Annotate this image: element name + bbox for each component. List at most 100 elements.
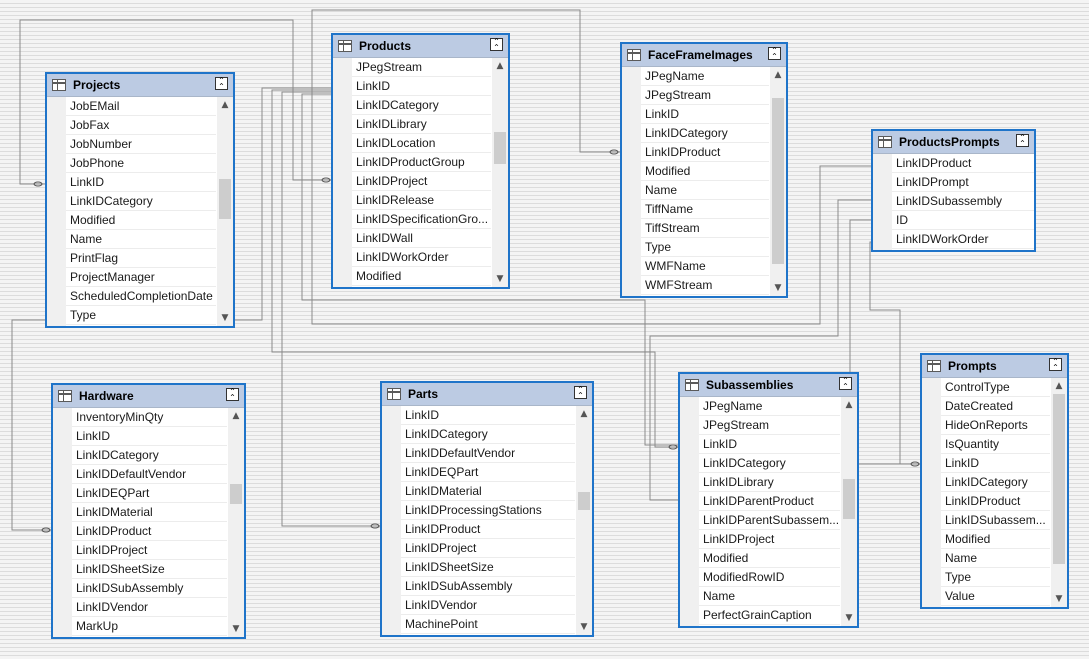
collapse-chevrons-icon[interactable]: ⌃⌃ xyxy=(768,47,781,61)
table-header[interactable]: Subassemblies⌃⌃ xyxy=(680,374,857,397)
column-row[interactable]: LinkID xyxy=(352,77,491,96)
column-row[interactable]: LinkIDEQPart xyxy=(401,463,575,482)
column-row[interactable]: LinkIDCategory xyxy=(72,446,227,465)
column-row[interactable]: LinkIDParentProduct xyxy=(699,492,840,511)
column-row[interactable]: ID xyxy=(892,211,1034,230)
column-row[interactable]: LinkIDVendor xyxy=(401,596,575,615)
scroll-up-arrow-icon[interactable]: ▲ xyxy=(496,61,504,71)
vertical-scrollbar[interactable]: ▲▼ xyxy=(492,58,508,287)
column-row[interactable]: JPegStream xyxy=(641,86,769,105)
column-row[interactable]: TiffName xyxy=(641,200,769,219)
scroll-down-arrow-icon[interactable]: ▼ xyxy=(232,624,240,634)
vertical-scrollbar[interactable]: ▲▼ xyxy=(841,397,857,626)
column-row[interactable]: HideOnReports xyxy=(941,416,1050,435)
scroll-up-arrow-icon[interactable]: ▲ xyxy=(1055,381,1063,391)
column-row[interactable]: JobFax xyxy=(66,116,216,135)
table-header[interactable]: Prompts⌃⌃ xyxy=(922,355,1067,378)
column-row[interactable]: LinkIDProject xyxy=(401,539,575,558)
column-row[interactable]: MachinePoint xyxy=(401,615,575,634)
collapse-chevrons-icon[interactable]: ⌃⌃ xyxy=(839,377,852,391)
column-row[interactable]: LinkIDMaterial xyxy=(401,482,575,501)
column-row[interactable]: LinkIDPrompt xyxy=(892,173,1034,192)
column-row[interactable]: LinkIDVendor xyxy=(72,598,227,617)
column-row[interactable]: PerfectGrainCaption xyxy=(699,606,840,625)
row-selector-gutter[interactable] xyxy=(333,58,352,287)
column-row[interactable]: ControlType xyxy=(941,378,1050,397)
vertical-scrollbar[interactable]: ▲▼ xyxy=(576,406,592,635)
column-row[interactable]: Type xyxy=(66,306,216,325)
column-row[interactable]: LinkIDSheetSize xyxy=(72,560,227,579)
scrollbar-thumb[interactable] xyxy=(1053,394,1065,564)
column-row[interactable]: LinkIDSpecificationGro... xyxy=(352,210,491,229)
scrollbar-thumb[interactable] xyxy=(843,479,855,519)
column-row[interactable]: LinkID xyxy=(941,454,1050,473)
column-row[interactable]: LinkIDDefaultVendor xyxy=(72,465,227,484)
column-row[interactable]: LinkIDProduct xyxy=(401,520,575,539)
column-row[interactable]: LinkIDCategory xyxy=(641,124,769,143)
column-row[interactable]: ModifiedRowID xyxy=(699,568,840,587)
scrollbar-thumb[interactable] xyxy=(772,98,784,264)
column-row[interactable]: LinkIDMaterial xyxy=(72,503,227,522)
column-row[interactable]: Modified xyxy=(66,211,216,230)
column-row[interactable]: IsQuantity xyxy=(941,435,1050,454)
column-row[interactable]: LinkIDLocation xyxy=(352,134,491,153)
collapse-chevrons-icon[interactable]: ⌃⌃ xyxy=(490,38,503,52)
vertical-scrollbar[interactable]: ▲▼ xyxy=(1051,378,1067,607)
relationship-line[interactable] xyxy=(869,241,920,465)
column-row[interactable]: Name xyxy=(941,549,1050,568)
column-row[interactable]: LinkID xyxy=(72,427,227,446)
row-selector-gutter[interactable] xyxy=(53,408,72,637)
column-row[interactable]: PrintFlag xyxy=(66,249,216,268)
table-header[interactable]: Parts⌃⌃ xyxy=(382,383,592,406)
scrollbar-thumb[interactable] xyxy=(494,132,506,164)
column-row[interactable]: JobNumber xyxy=(66,135,216,154)
column-row[interactable]: ScheduledCompletionDate xyxy=(66,287,216,306)
row-selector-gutter[interactable] xyxy=(680,397,699,626)
column-row[interactable]: LinkIDSubAssembly xyxy=(401,577,575,596)
column-row[interactable]: Type xyxy=(941,568,1050,587)
column-row[interactable]: LinkIDProject xyxy=(352,172,491,191)
table-header[interactable]: ProductsPrompts⌃⌃ xyxy=(873,131,1034,154)
column-row[interactable]: LinkIDCategory xyxy=(941,473,1050,492)
column-row[interactable]: WMFStream xyxy=(641,276,769,295)
scrollbar-thumb[interactable] xyxy=(219,179,231,219)
column-row[interactable]: LinkIDProject xyxy=(699,530,840,549)
scroll-down-arrow-icon[interactable]: ▼ xyxy=(774,283,782,293)
column-row[interactable]: LinkIDWorkOrder xyxy=(892,230,1034,249)
column-row[interactable]: InventoryMinQty xyxy=(72,408,227,427)
column-row[interactable]: LinkIDProduct xyxy=(72,522,227,541)
column-row[interactable]: LinkIDProject xyxy=(72,541,227,560)
row-selector-gutter[interactable] xyxy=(382,406,401,635)
column-row[interactable]: LinkIDSubassem... xyxy=(941,511,1050,530)
scroll-up-arrow-icon[interactable]: ▲ xyxy=(580,409,588,419)
column-row[interactable]: LinkID xyxy=(66,173,216,192)
scrollbar-thumb[interactable] xyxy=(578,492,590,510)
scroll-up-arrow-icon[interactable]: ▲ xyxy=(232,411,240,421)
column-row[interactable]: LinkIDCategory xyxy=(66,192,216,211)
column-row[interactable]: Name xyxy=(66,230,216,249)
column-row[interactable]: LinkIDLibrary xyxy=(699,473,840,492)
collapse-chevrons-icon[interactable]: ⌃⌃ xyxy=(226,388,239,402)
column-row[interactable]: LinkIDSubassembly xyxy=(892,192,1034,211)
column-row[interactable]: LinkIDCategory xyxy=(401,425,575,444)
column-row[interactable]: LinkIDProductGroup xyxy=(352,153,491,172)
table-header[interactable]: Hardware⌃⌃ xyxy=(53,385,244,408)
column-row[interactable]: Name xyxy=(699,587,840,606)
column-row[interactable]: LinkIDWall xyxy=(352,229,491,248)
vertical-scrollbar[interactable]: ▲▼ xyxy=(228,408,244,637)
collapse-chevrons-icon[interactable]: ⌃⌃ xyxy=(215,77,228,91)
column-row[interactable]: LinkIDSubAssembly xyxy=(72,579,227,598)
column-row[interactable]: LinkIDProduct xyxy=(892,154,1034,173)
row-selector-gutter[interactable] xyxy=(47,97,66,326)
column-row[interactable]: JPegStream xyxy=(352,58,491,77)
